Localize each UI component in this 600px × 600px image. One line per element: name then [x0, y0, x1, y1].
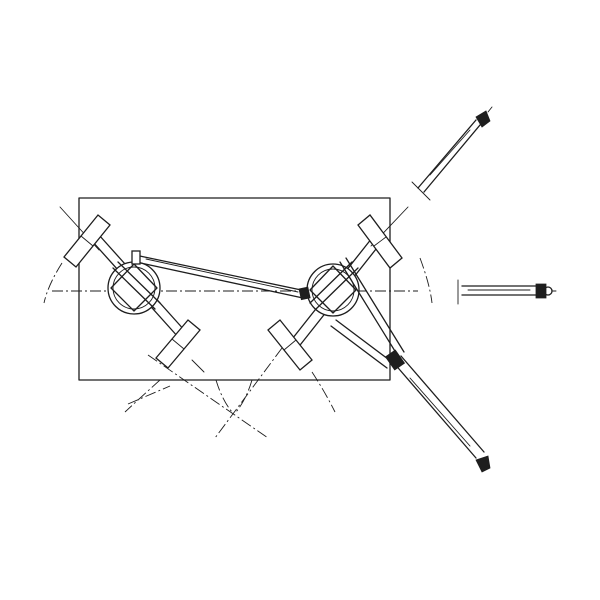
front-axle-assembly — [43, 206, 205, 413]
rear-axle-assembly — [267, 206, 433, 413]
turning-arcs — [127, 347, 283, 439]
vehicle-frame — [78, 197, 391, 381]
drawbar — [330, 257, 491, 473]
rear-turntable — [306, 263, 360, 317]
drawbar-detail-upper — [411, 106, 493, 201]
steering-tie-rod — [131, 250, 311, 301]
drawbar-detail-right — [457, 279, 557, 305]
